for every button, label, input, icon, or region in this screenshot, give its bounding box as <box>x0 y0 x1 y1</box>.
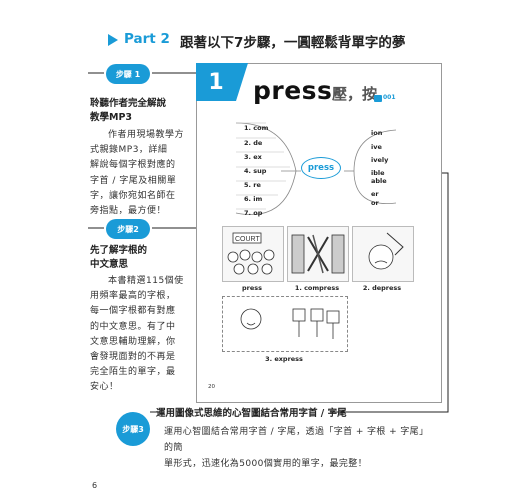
step-3-body-line: 運用心智圖結合常用字首 / 字尾，透過「字首 + 字根 + 字尾」的簡 <box>164 427 429 453</box>
inner-page-number: 20 <box>208 384 215 390</box>
step-1-body-line: 旁指點，最方便！ <box>90 206 167 217</box>
step-1-heading-line: 教學MP3 <box>90 112 133 123</box>
illustration-caption: 3. express <box>265 355 303 363</box>
audio-icon <box>374 95 382 102</box>
step-2-heading: 先了解字根的 中文意思 <box>90 244 188 272</box>
illustration-caption: 1. compress <box>294 284 340 292</box>
court-crowd-drawing: COURT <box>227 232 275 275</box>
root-word: press <box>253 76 333 105</box>
compress-drawing <box>291 234 345 274</box>
suffix-item: ive <box>371 143 382 151</box>
step-2-body-line: 會發現面對的不再是 <box>90 352 176 363</box>
step-1-body-line: 字首 / 字尾及相關單 <box>90 175 177 186</box>
step-2-body-line: 用頻率最高的字根， <box>90 291 176 302</box>
step-2-body-line: 每一個字根都有對應 <box>90 306 176 317</box>
step-2-body-line: 本書精選115個使 <box>108 276 184 286</box>
step-2-body-line: 完全陌生的單字，最 <box>90 367 176 378</box>
step-3-body-line: 單形式，迅速化為5000個實用的單字，最完整！ <box>164 459 368 469</box>
suffix-item: ion <box>371 129 383 137</box>
suffix-item: ible <box>371 169 385 177</box>
mind-map-lines <box>235 122 397 215</box>
express-drawing <box>240 308 340 339</box>
step-1-body-line: 解說每個字根對應的 <box>90 160 176 171</box>
part-label: Part 2 <box>124 31 170 47</box>
header-arrow-icon <box>108 34 118 46</box>
step-2-badge: 步驟2 <box>106 219 150 239</box>
step-1-badge: 步驟 1 <box>106 64 150 84</box>
illustration-depress <box>352 226 414 282</box>
prefix-item: 6. im <box>244 195 263 203</box>
step-1-body: 作者用現場教學方 式親錄MP3，詳細 解說每個字根對應的 字首 / 字尾及相關單… <box>90 128 188 219</box>
step-2-body: 本書精選115個使 用頻率最高的字根， 每一個字根都有對應 的中文意思。有了中 … <box>90 274 188 396</box>
suffix-item: able <box>371 177 387 185</box>
illustration-caption: 2. depress <box>362 284 402 292</box>
page-number: 6 <box>92 481 98 490</box>
prefix-item: 2. de <box>244 139 263 147</box>
illustration-compress <box>287 226 349 282</box>
suffix-item: or <box>371 199 379 207</box>
court-sign-text: COURT <box>235 236 260 243</box>
suffix-item: ively <box>371 156 389 164</box>
illustration-caption: press <box>241 284 262 292</box>
step-1-heading-line: 聆聽作者完全解說 <box>90 98 167 109</box>
prefix-item: 7. op <box>244 209 263 217</box>
step-2-body-line: 的中文意思。有了中 <box>90 321 176 332</box>
step-1-body-line: 式親錄MP3，詳細 <box>90 145 168 156</box>
prefix-item: 4. sup <box>244 167 267 175</box>
prefix-item: 5. re <box>244 181 261 189</box>
mind-map-center-node: press <box>301 157 341 179</box>
illustration-express <box>222 296 348 352</box>
step-3-body: 運用心智圖結合常用字首 / 字尾，透過「字首 + 字根 + 字尾」的簡 單形式，… <box>164 424 434 472</box>
step-3-badge: 步驟3 <box>116 412 150 446</box>
root-meaning: 壓，按 <box>332 85 378 103</box>
prefix-item: 3. ex <box>244 153 262 161</box>
step-3-heading: 運用圖像式思維的心智圖結合常用字首 / 字尾 <box>156 408 347 419</box>
step-1-body-line: 字，讓你宛如名師在 <box>90 190 176 201</box>
step-2-heading-line: 中文意思 <box>90 259 129 270</box>
step-2-body-line: 安心！ <box>90 382 119 393</box>
step-1-heading: 聆聽作者完全解說 教學MP3 <box>90 97 188 125</box>
step-2-heading-line: 先了解字根的 <box>90 245 148 256</box>
suffix-item: er <box>371 190 379 198</box>
prefix-item: 1. com <box>244 124 269 132</box>
illustration-press: COURT <box>222 226 284 282</box>
step-2-body-line: 文意思輔助理解，你 <box>90 336 176 347</box>
audio-track-number: 001 <box>383 94 396 101</box>
depress-drawing <box>368 232 404 270</box>
page-title: 跟著以下7步驟，一圓輕鬆背單字的夢 <box>180 35 406 51</box>
unit-number-tab: 1 <box>196 63 248 101</box>
step-1-body-line: 作者用現場教學方 <box>108 130 185 140</box>
